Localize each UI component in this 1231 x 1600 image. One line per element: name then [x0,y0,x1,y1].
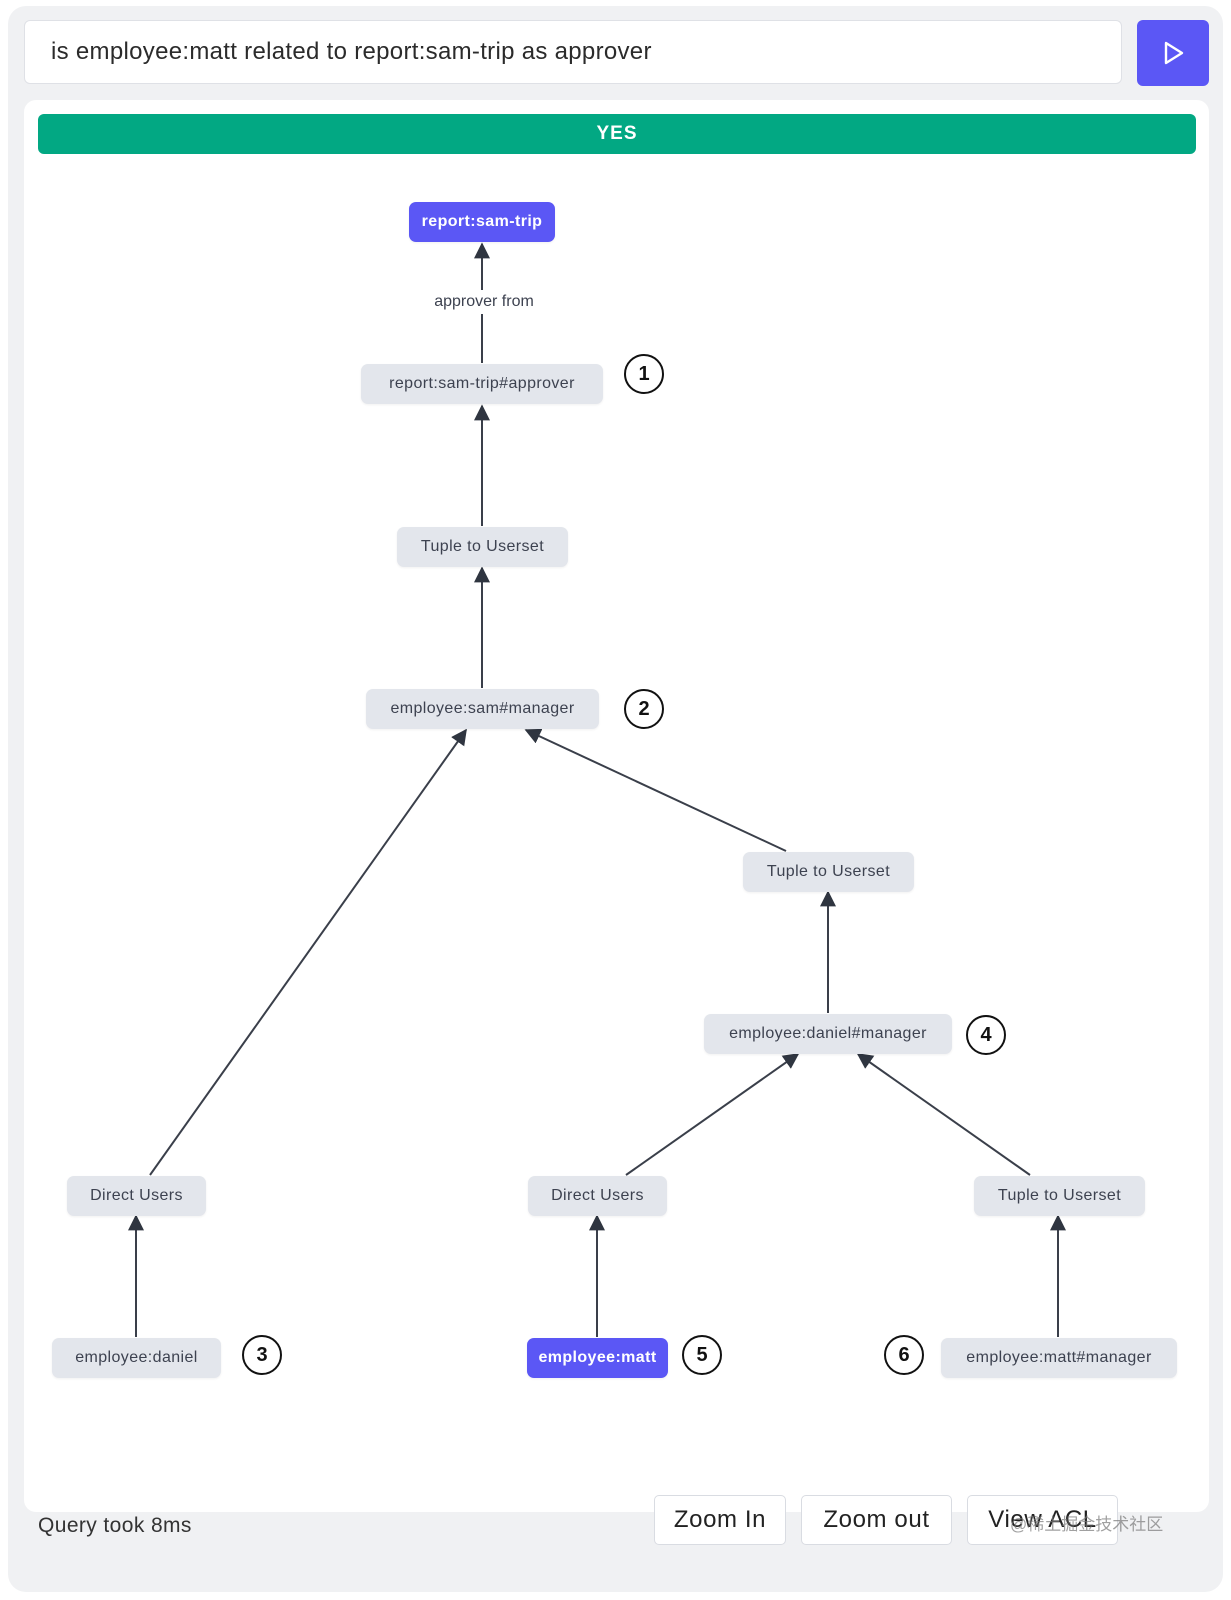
node-report-sam-trip-approver[interactable]: report:sam-trip#approver [361,364,603,404]
query-box[interactable] [24,20,1122,84]
play-triangle-icon [1164,41,1184,65]
view-acl-button[interactable]: View ACL [967,1495,1118,1545]
query-input[interactable] [25,21,1121,83]
edge-tuple2-to-sammgr [524,728,787,852]
node-employee-daniel[interactable]: employee:daniel [52,1338,221,1378]
node-direct-users-2[interactable]: Direct Users [528,1176,667,1216]
node-employee-daniel-manager[interactable]: employee:daniel#manager [704,1014,952,1054]
node-employee-matt[interactable]: employee:matt [527,1338,668,1378]
run-query-button[interactable] [1137,20,1209,86]
edge-label-approver-from: approver from [420,290,548,314]
watermark: @稀土掘金技术社区 [1010,1515,1164,1534]
step-marker-4: 4 [966,1015,1006,1055]
edge-tuple3-to-danielmgr [856,1053,1031,1176]
node-report-sam-trip[interactable]: report:sam-trip [409,202,555,242]
zoom-in-button[interactable]: Zoom In [654,1495,786,1545]
query-time-text: Query took 8ms [38,1514,192,1537]
node-tuple-to-userset-3[interactable]: Tuple to Userset [974,1176,1145,1216]
step-marker-3: 3 [242,1335,282,1375]
step-marker-1: 1 [624,354,664,394]
node-tuple-to-userset-2[interactable]: Tuple to Userset [743,852,914,892]
edge-direct2-to-danielmgr [625,1053,800,1176]
zoom-out-button[interactable]: Zoom out [801,1495,952,1545]
step-marker-6: 6 [884,1335,924,1375]
graph-canvas [24,100,1209,1512]
node-employee-matt-manager[interactable]: employee:matt#manager [941,1338,1177,1378]
step-marker-2: 2 [624,689,664,729]
edge-direct1-to-sammgr [149,728,467,1176]
node-direct-users-1[interactable]: Direct Users [67,1176,206,1216]
node-tuple-to-userset-1[interactable]: Tuple to Userset [397,527,568,567]
node-employee-sam-manager[interactable]: employee:sam#manager [366,689,599,729]
step-marker-5: 5 [682,1335,722,1375]
result-banner: YES [38,114,1196,154]
